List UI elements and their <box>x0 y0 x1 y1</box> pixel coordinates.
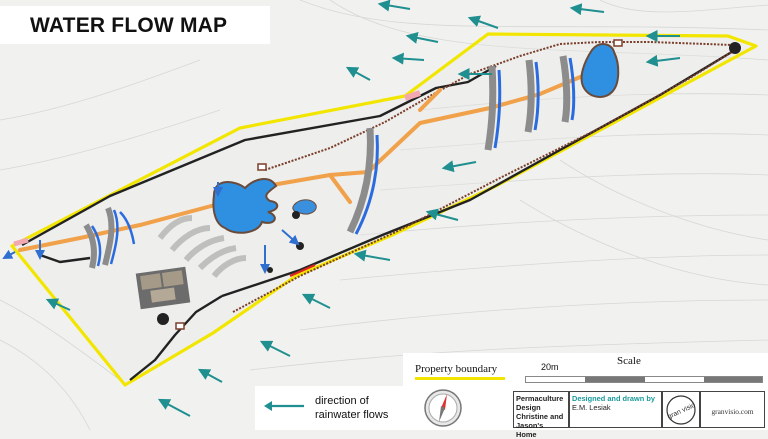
rain-arrow-12 <box>353 249 391 262</box>
terrace-5 <box>211 255 247 278</box>
property-boundary-label: Property boundary <box>415 363 498 375</box>
swale-band-5-water <box>109 209 119 265</box>
path-south <box>221 48 736 298</box>
project-line-2: Christine and Jason's <box>516 412 564 430</box>
rainwater-legend-arrow-icon <box>264 401 304 411</box>
small-pond <box>292 199 317 215</box>
tank-4 <box>292 211 300 219</box>
rainwater-label-line-2: rainwater flows <box>315 409 389 421</box>
swale-band-3 <box>524 59 535 133</box>
terrace-1 <box>157 215 193 240</box>
title-box <box>0 6 270 44</box>
tank-1 <box>729 42 741 54</box>
rain-arrow-1 <box>377 0 411 12</box>
swale-top <box>264 41 734 171</box>
property-boundary <box>10 32 758 387</box>
path-left <box>129 294 223 381</box>
scale-title: Scale <box>617 355 641 367</box>
internal-flow-arrows <box>2 182 300 274</box>
rain-arrow-5 <box>391 52 425 65</box>
gate-1 <box>257 163 267 171</box>
scale-bar <box>525 376 763 383</box>
rain-arrow-4 <box>405 31 439 44</box>
compass-icon <box>424 389 462 427</box>
gate-markers <box>175 39 623 330</box>
rain-arrow-2 <box>467 15 499 29</box>
scale-segment-3 <box>645 377 704 382</box>
swale-lines <box>232 41 736 313</box>
property-boundary-swatch <box>415 377 505 380</box>
project-line-1: Permaculture Design <box>516 394 564 412</box>
rainwater-legend-label: direction of rainwater flows <box>315 394 388 422</box>
title-block: Permaculture Design Christine and Jason'… <box>513 391 765 439</box>
swale-band-2-water <box>493 69 502 149</box>
swale-band-3-water <box>533 61 540 131</box>
int-arrow-5 <box>2 249 16 259</box>
swale-band-7 <box>119 211 136 245</box>
top-pond <box>580 43 620 98</box>
website-text: granvisio.com <box>711 407 754 416</box>
rain-arrow-16 <box>197 368 223 383</box>
path-main <box>21 64 497 247</box>
scale-segment-2 <box>585 377 645 382</box>
swale-bands <box>83 55 576 269</box>
gate-3 <box>175 322 185 330</box>
paths <box>21 48 736 381</box>
project-cell: Permaculture Design Christine and Jason'… <box>513 391 569 439</box>
contour-lines <box>0 0 768 430</box>
rainwater-arrows <box>45 0 681 417</box>
rain-arrow-15 <box>157 398 191 417</box>
project-line-3: Home <box>516 430 537 439</box>
main-pond <box>212 178 279 234</box>
rain-arrow-14 <box>259 340 291 357</box>
swale-band-5 <box>102 206 115 266</box>
scale-distance-label: 20m <box>541 362 559 372</box>
int-arrow-2 <box>281 229 300 246</box>
pink-link <box>404 90 421 101</box>
rain-arrow-9 <box>645 54 681 67</box>
swale-band-1-water <box>354 134 379 235</box>
flow-line-4 <box>328 173 352 204</box>
house <box>135 266 191 310</box>
designed-line-2: E.M. Lesiak <box>572 403 611 412</box>
scale-segment-1 <box>526 377 585 382</box>
rainwater-label-line-1: direction of <box>315 395 369 407</box>
flow-line-5 <box>418 88 442 112</box>
rainwater-legend-panel <box>255 386 405 430</box>
map-title: WATER FLOW MAP <box>30 14 228 37</box>
terrace-4 <box>197 245 237 271</box>
designer-cell: Designed and drawn by E.M. Lesiak <box>569 391 662 428</box>
granvisio-logo: gran visio <box>666 395 697 425</box>
rain-arrow-10 <box>441 160 477 173</box>
terraces <box>157 215 247 278</box>
pink-link-2 <box>13 237 29 247</box>
water-flow-map <box>0 0 768 430</box>
website-cell: granvisio.com <box>700 391 765 428</box>
ponds <box>212 43 620 234</box>
swale-band-4-water <box>568 57 576 121</box>
path-inner <box>39 253 91 264</box>
logo-cell: gran visio <box>662 391 700 428</box>
swale-south <box>232 49 736 313</box>
rain-arrow-6 <box>345 66 371 81</box>
red-accent <box>289 263 316 278</box>
water-tanks <box>157 42 741 325</box>
rain-arrow-3 <box>569 3 605 16</box>
rain-arrow-17 <box>45 298 71 311</box>
scale-segment-4 <box>704 377 762 382</box>
tank-2 <box>157 313 169 325</box>
swale-band-2 <box>484 65 497 151</box>
terrace-3 <box>183 235 225 262</box>
gate-2 <box>613 39 623 47</box>
swale-band-1 <box>346 127 374 234</box>
tank-5 <box>267 267 273 273</box>
terrace-2 <box>169 225 211 252</box>
swale-band-6-water <box>90 225 102 267</box>
designed-line-1: Designed and drawn by <box>572 394 655 403</box>
swale-band-6 <box>83 223 97 269</box>
rain-arrow-13 <box>301 293 331 309</box>
rain-arrow-11 <box>425 208 459 221</box>
swale-band-4 <box>559 55 571 123</box>
